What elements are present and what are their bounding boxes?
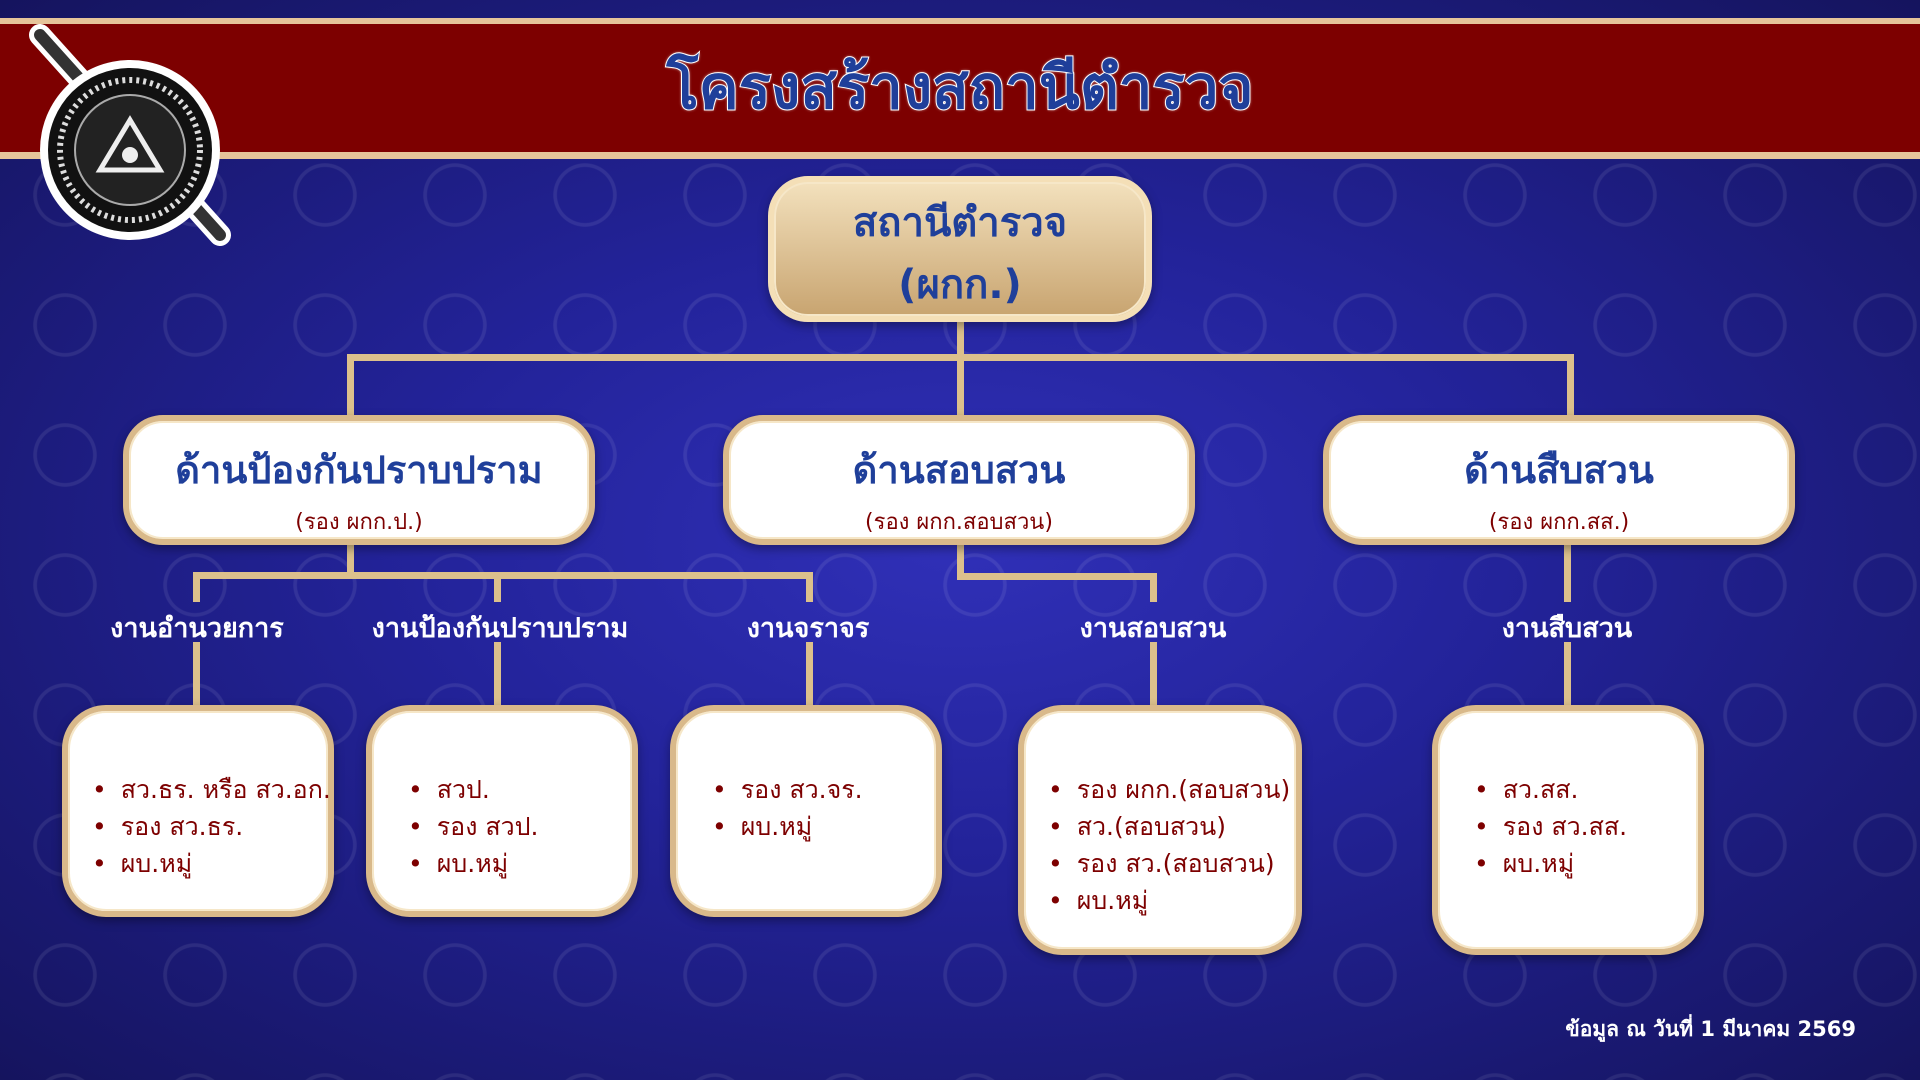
unit-label: งานสอบสวน <box>1079 613 1227 644</box>
station-box: สถานีตำรวจ (ผกก.) <box>768 176 1152 322</box>
position-item: ผบ.หมู่ <box>1048 882 1290 919</box>
header-top-line <box>0 18 1920 24</box>
connector <box>1564 545 1571 602</box>
page-title: โครงสร้างสถานีตำรวจ <box>665 52 1254 124</box>
division-head: (รอง ผกก.สส.) <box>1488 510 1630 535</box>
division-title: ด้านสืบสวน <box>1464 448 1654 492</box>
connector <box>494 642 501 706</box>
connector <box>193 572 813 579</box>
connector <box>806 642 813 706</box>
position-item: รอง สว.สส. <box>1474 808 1627 845</box>
connector <box>193 572 200 602</box>
position-item: รอง สว.(สอบสวน) <box>1048 845 1290 882</box>
unit-label: งานจราจร <box>746 613 870 644</box>
data-date-footer: ข้อมูล ณ วันที่ 1 มีนาคม 2569 <box>1565 1017 1856 1041</box>
unit-label: งานสืบสวน <box>1501 613 1633 644</box>
position-item: ผบ.หมู่ <box>92 845 331 882</box>
connector <box>347 545 354 577</box>
division-investigation: ด้านสืบสวน (รอง ผกก.สส.) <box>1323 415 1795 545</box>
unit-box-traffic: รอง สว.จร. ผบ.หมู่ <box>670 705 942 917</box>
position-item: รอง สว.ธร. <box>92 808 331 845</box>
unit-box-admin: สว.ธร. หรือ สว.อก. รอง สว.ธร. ผบ.หมู่ <box>62 705 334 917</box>
division-inquiry: ด้านสอบสวน (รอง ผกก.สอบสวน) <box>723 415 1195 545</box>
position-item: ผบ.หมู่ <box>408 845 538 882</box>
position-item: สว.(สอบสวน) <box>1048 808 1290 845</box>
station-head: (ผกก.) <box>898 262 1022 308</box>
connector <box>957 322 964 360</box>
unit-box-prevention: สวป. รอง สวป. ผบ.หมู่ <box>366 705 638 917</box>
connector <box>494 572 501 602</box>
header-band <box>0 24 1920 152</box>
position-item: รอง สวป. <box>408 808 539 845</box>
connector <box>957 545 964 578</box>
station-title: สถานีตำรวจ <box>852 200 1068 246</box>
connector <box>347 354 354 416</box>
position-item: สว.สส. <box>1474 771 1627 808</box>
connector <box>957 573 1157 580</box>
connector <box>806 572 813 602</box>
police-station-logo <box>29 24 231 246</box>
unit-box-inquiry: รอง ผกก.(สอบสวน) สว.(สอบสวน) รอง สว.(สอบ… <box>1018 705 1302 955</box>
position-item: สวป. <box>408 771 538 808</box>
connector <box>1564 642 1571 706</box>
unit-label: งานอำนวยการ <box>110 613 284 644</box>
position-item: ผบ.หมู่ <box>712 808 863 845</box>
position-item: ผบ.หมู่ <box>1474 845 1627 882</box>
connector <box>1567 354 1574 416</box>
position-item: รอง ผกก.(สอบสวน) <box>1048 771 1291 808</box>
connector <box>1150 573 1157 602</box>
position-item: สว.ธร. หรือ สว.อก. <box>92 771 331 808</box>
unit-box-investigation: สว.สส. รอง สว.สส. ผบ.หมู่ <box>1432 705 1704 955</box>
position-item: รอง สว.จร. <box>712 771 863 808</box>
unit-label: งานป้องกันปราบปราม <box>371 613 629 644</box>
division-title: ด้านสอบสวน <box>852 448 1066 492</box>
connector <box>957 354 964 416</box>
connector <box>193 642 200 706</box>
division-head: (รอง ผกก.สอบสวน) <box>865 510 1053 535</box>
division-title: ด้านป้องกันปราบปราม <box>175 448 543 492</box>
header-bottom-line <box>0 152 1920 159</box>
division-head: (รอง ผกก.ป.) <box>295 510 423 535</box>
division-prevention: ด้านป้องกันปราบปราม (รอง ผกก.ป.) <box>123 415 595 545</box>
connector <box>1150 642 1157 706</box>
